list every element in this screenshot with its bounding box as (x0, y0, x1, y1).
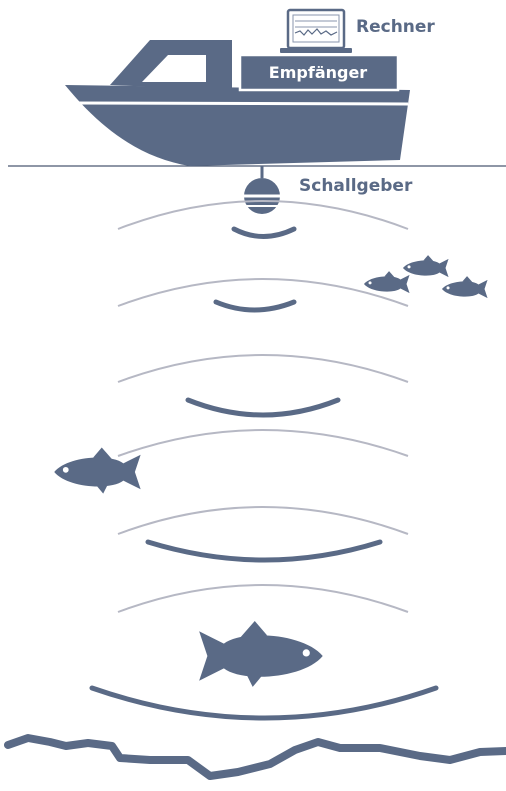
echo-1 (234, 229, 294, 237)
echo-5 (92, 688, 436, 718)
fish-icon (442, 276, 488, 298)
fish-icon (403, 255, 449, 277)
wave-out-6 (118, 585, 408, 612)
wave-out-5 (118, 507, 408, 534)
laptop-icon (280, 10, 352, 53)
fish-icon (364, 271, 410, 293)
fish-icon (54, 448, 140, 494)
fish-icon (199, 621, 323, 687)
boat: Empfänger (65, 40, 410, 166)
boat-hull (65, 85, 410, 166)
fish-school (364, 255, 488, 298)
outgoing-waves (118, 201, 408, 612)
receiver-label: Empfänger (269, 63, 368, 82)
seabed-line (8, 738, 506, 776)
boat-stripe (74, 103, 408, 104)
echo-2 (216, 302, 294, 310)
echo-4 (148, 542, 380, 560)
echo-3 (188, 400, 338, 415)
transducer (240, 166, 284, 214)
wave-out-4 (118, 430, 408, 456)
computer-label: Rechner (356, 17, 435, 37)
transducer-label: Schallgeber (299, 176, 413, 196)
wave-out-2 (118, 279, 408, 306)
wave-out-3 (118, 355, 408, 382)
